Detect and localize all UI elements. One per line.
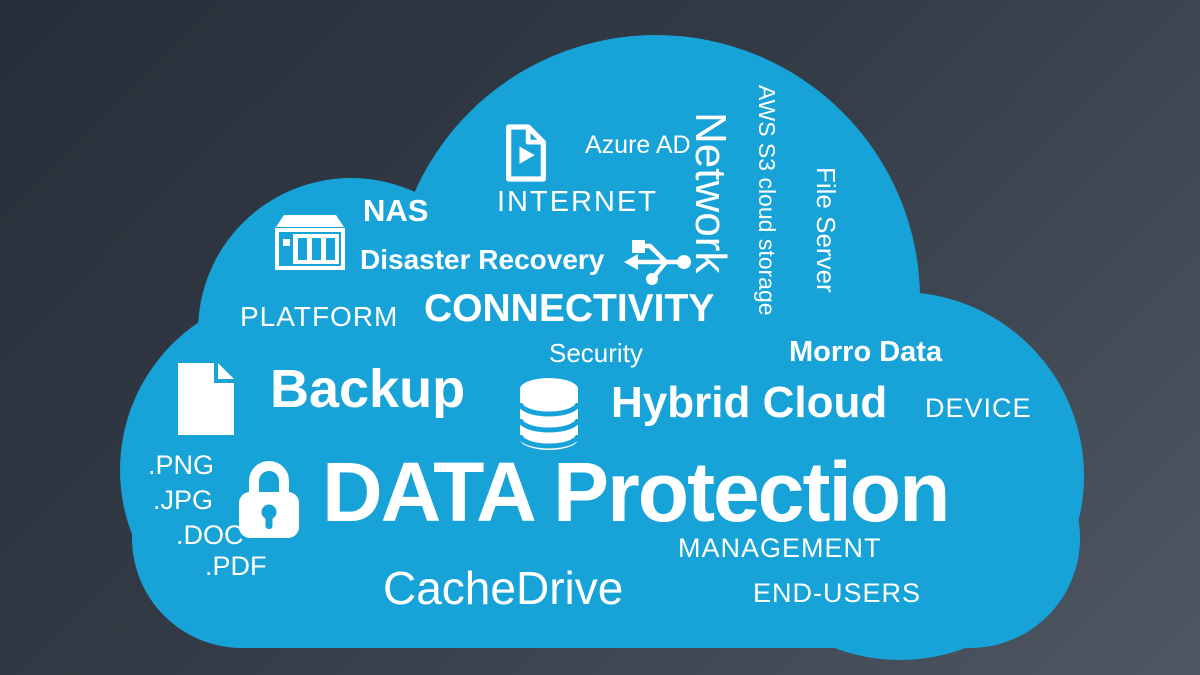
word-jpg: .JPG: [153, 485, 214, 515]
word-disaster-recovery: Disaster Recovery: [360, 244, 605, 275]
word-azure-ad: Azure AD: [585, 131, 691, 159]
word-connectivity: CONNECTIVITY: [424, 287, 715, 330]
word-end-users: END-USERS: [753, 578, 922, 608]
word-network: Network: [686, 112, 735, 274]
document-icon: [178, 363, 234, 435]
word-png: .PNG: [148, 450, 215, 480]
lock-icon: [233, 452, 305, 540]
usb-icon: [622, 234, 694, 286]
word-pdf: .PDF: [205, 551, 267, 581]
word-backup: Backup: [270, 359, 466, 419]
word-internet: INTERNET: [497, 186, 658, 218]
word-data-protection: DATA Protection: [322, 445, 950, 539]
database-icon: [518, 377, 580, 451]
cloud-base: [132, 428, 1080, 648]
word-management: MANAGEMENT: [678, 533, 882, 563]
media-file-icon: [500, 122, 552, 184]
word-nas: NAS: [363, 193, 429, 228]
word-aws-s3-cloud-storage: AWS S3 cloud storage: [754, 85, 780, 316]
word-security: Security: [549, 338, 643, 368]
word-file-server: File Server: [811, 167, 841, 293]
word-cachedrive: CacheDrive: [383, 562, 624, 614]
word-hybrid-cloud: Hybrid Cloud: [611, 378, 888, 427]
word-morro-data: Morro Data: [789, 336, 943, 368]
nas-icon: [274, 213, 346, 271]
word-platform: PLATFORM: [240, 301, 399, 332]
word-device: DEVICE: [925, 393, 1032, 423]
word-doc: .DOC: [176, 520, 244, 550]
